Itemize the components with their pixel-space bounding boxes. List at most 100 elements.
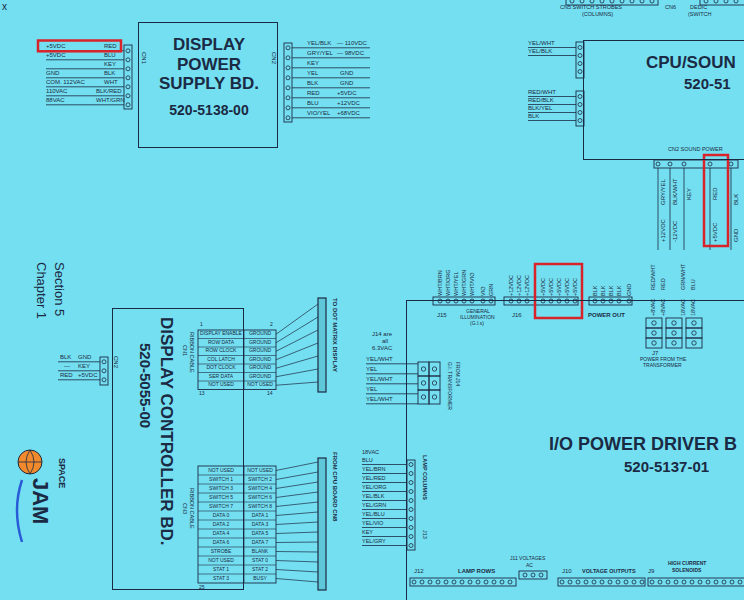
connector-name: (G.I.s) [470,321,484,327]
connector-name: VOLTAGE OUTPUTS [582,568,636,574]
connector-name: CN3 [182,503,188,514]
signal-label: WHT [104,79,118,86]
connector-pin [432,367,436,371]
connector-pin [421,381,425,385]
signal-label: COM. 112VAC [46,79,85,86]
section-note: Chapter 1 [34,262,48,319]
pin-table-cell: GROUND [249,331,271,337]
connector-pin [592,580,596,584]
wire [362,464,407,465]
wire [276,343,318,360]
ribbon-plug [318,298,326,392]
pin-table-cell: SWITCH 8 [248,504,272,510]
pin-table-cell: DATA 3 [252,522,269,528]
ball-seam [26,450,30,474]
connector-pin [409,544,413,548]
connector-pin [578,70,582,74]
signal-label: GRY/YEL [307,50,333,57]
connector-pin [432,381,436,385]
connector-pin [652,341,656,345]
signal-label: GRN [488,284,494,296]
signal-label: GND [46,70,59,77]
board-part-number: 520-51 [684,75,731,92]
signal-label: WHT/VIO [469,272,475,296]
signal-label: +5VDC [564,278,570,296]
wire [528,47,576,48]
pin-table-cell: DOT CLOCK [206,365,235,371]
pin-table-cell: DISPLAY ENABLE [200,331,242,337]
wire [276,542,318,544]
connector-pin [632,580,636,584]
connector-pin [409,472,413,476]
signal-label: BLK/WHT [672,178,679,205]
board-part-number: 520-5137-01 [624,458,709,475]
pin-table-cell: NOT USED [247,468,273,474]
signal-label: +5VDC [712,222,719,242]
signal-label: GND [78,354,91,361]
wire [276,532,318,534]
pin-table-cell: SWITCH 1 [209,477,233,483]
signal-label: BLK [733,194,740,205]
board-part-number: 520-5055-00 [137,343,154,428]
signal-label: — 110VDC [337,40,367,47]
connector-pin [570,0,574,3]
terminal-block [646,338,662,348]
board-part-number: 520-5138-00 [169,102,248,118]
connector-pin [714,580,718,584]
signal-label: RED/WHT [528,89,556,96]
connector-pin [692,341,696,345]
connector-pin [692,321,696,325]
wire [362,500,407,501]
signal-label: +8VAC [660,299,666,316]
board-outline: CPU/SOUN520-51 [583,40,744,160]
signal-label: WHT/GRN [461,270,467,296]
connector-pin [640,0,644,3]
wire [198,556,276,557]
connector-pin [286,56,290,60]
connector-name: J15 [437,312,447,319]
wire [362,482,407,483]
pin-table-cell: DATA 0 [213,513,230,519]
cable-destination: TO DOT MATRIX DISPLAY [331,298,338,372]
terminal-block [418,390,429,404]
signal-label: +12VDC [508,275,514,296]
connector-pin [126,94,130,98]
connector-pin [672,321,676,325]
highlight-box [535,264,582,318]
wire [292,107,370,108]
signal-label: WHT/ORG [445,269,451,296]
wire [198,574,276,575]
connector-pin [409,517,413,521]
wire [362,545,407,546]
connector-pin [412,580,416,584]
connector-pin [666,580,670,584]
pin-number: 25 [199,585,205,591]
wire [731,168,732,250]
signal-label: BLK [528,113,539,120]
connector-pin [102,369,106,373]
connector-housing [410,578,516,586]
wire [366,403,418,404]
wire [276,482,318,489]
wire [528,112,576,113]
pin-table-cell: SWITCH 4 [248,486,272,492]
connector-name: CN2 SOUND POWER [668,146,723,152]
terminal-block [686,328,702,338]
board-title: DISPLAY CONTROLLER BD. [156,317,176,546]
terminal-block [429,362,440,376]
signal-label: BLK [307,80,318,87]
connector-pin [126,103,130,107]
terminal-block [418,376,429,390]
highlight-box [38,41,121,52]
wire [528,104,576,105]
connector-pin [578,111,582,115]
connector-housing [433,297,495,305]
wire [362,473,407,474]
connector-pin [568,580,572,584]
signal-label: WHT/YEL [453,272,459,296]
connector-housing [654,160,738,168]
pin-table-cell: NOT USED [247,382,273,388]
signal-label: +5VDC [556,278,562,296]
connector-pin [286,116,290,120]
connector-name: DEDIC [690,4,707,10]
